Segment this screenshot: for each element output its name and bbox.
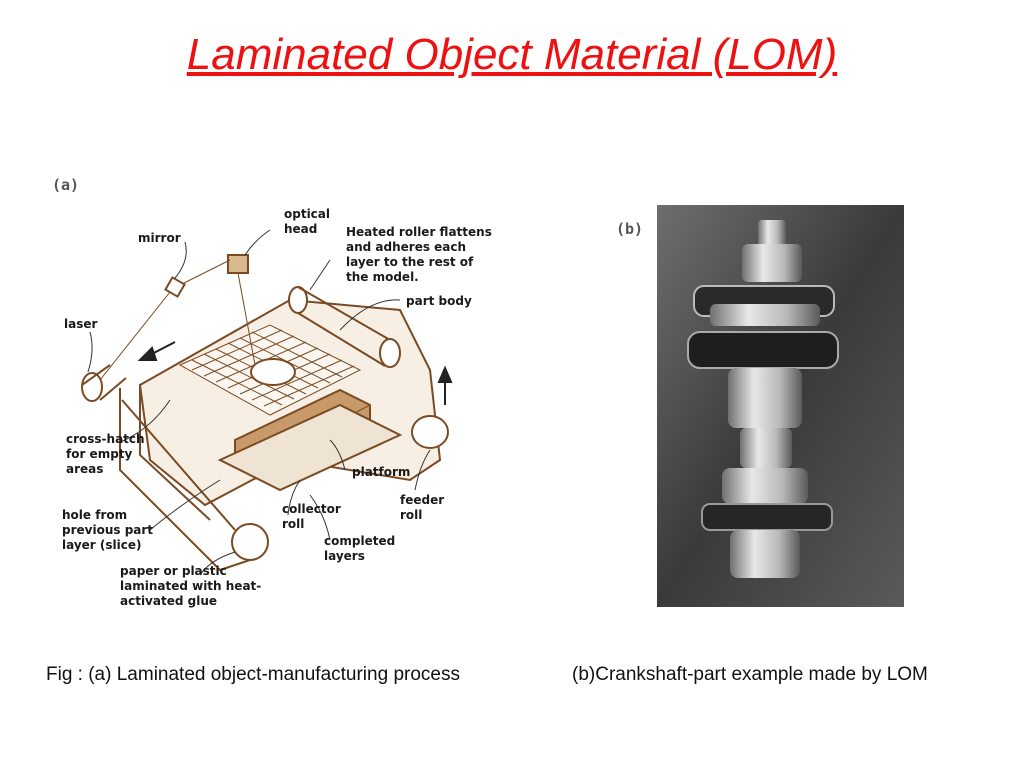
label-hole: hole from previous part layer (slice) — [62, 508, 157, 552]
label-optical-head: optical head — [284, 207, 334, 236]
mirror — [99, 276, 186, 381]
label-cross-hatch: cross-hatch for empty areas — [66, 432, 149, 476]
label-feeder-roll: feeder roll — [400, 493, 448, 522]
crankshaft — [687, 220, 839, 578]
laser-source — [81, 372, 103, 402]
label-heated-roller: Heated roller flattens and adheres each … — [346, 225, 496, 284]
lom-process-diagram: (a) — [52, 176, 496, 608]
label-paper: paper or plastic laminated with heat- ac… — [120, 564, 265, 608]
label-completed-layers: completed layers — [324, 534, 399, 563]
optical-head — [179, 254, 256, 366]
caption-a: Fig : (a) Laminated object-manufacturing… — [46, 664, 460, 685]
label-platform: platform — [352, 465, 410, 479]
motion-arrows — [137, 341, 453, 405]
label-mirror: mirror — [138, 231, 181, 245]
part-outline — [250, 358, 296, 386]
crankshaft-photo: (b) — [616, 205, 904, 607]
slide-title: Laminated Object Material (LOM) — [186, 30, 838, 79]
leader-lines — [87, 229, 431, 576]
caption-b: (b)Crankshaft-part example made by LOM — [572, 664, 928, 685]
cross-hatch-grid — [178, 324, 362, 416]
label-collector-roll: collector roll — [282, 502, 345, 531]
panel-label-a: (a) — [52, 176, 79, 194]
panel-label-b: (b) — [616, 220, 643, 238]
label-laser: laser — [64, 317, 97, 331]
label-part-body: part body — [406, 294, 472, 308]
